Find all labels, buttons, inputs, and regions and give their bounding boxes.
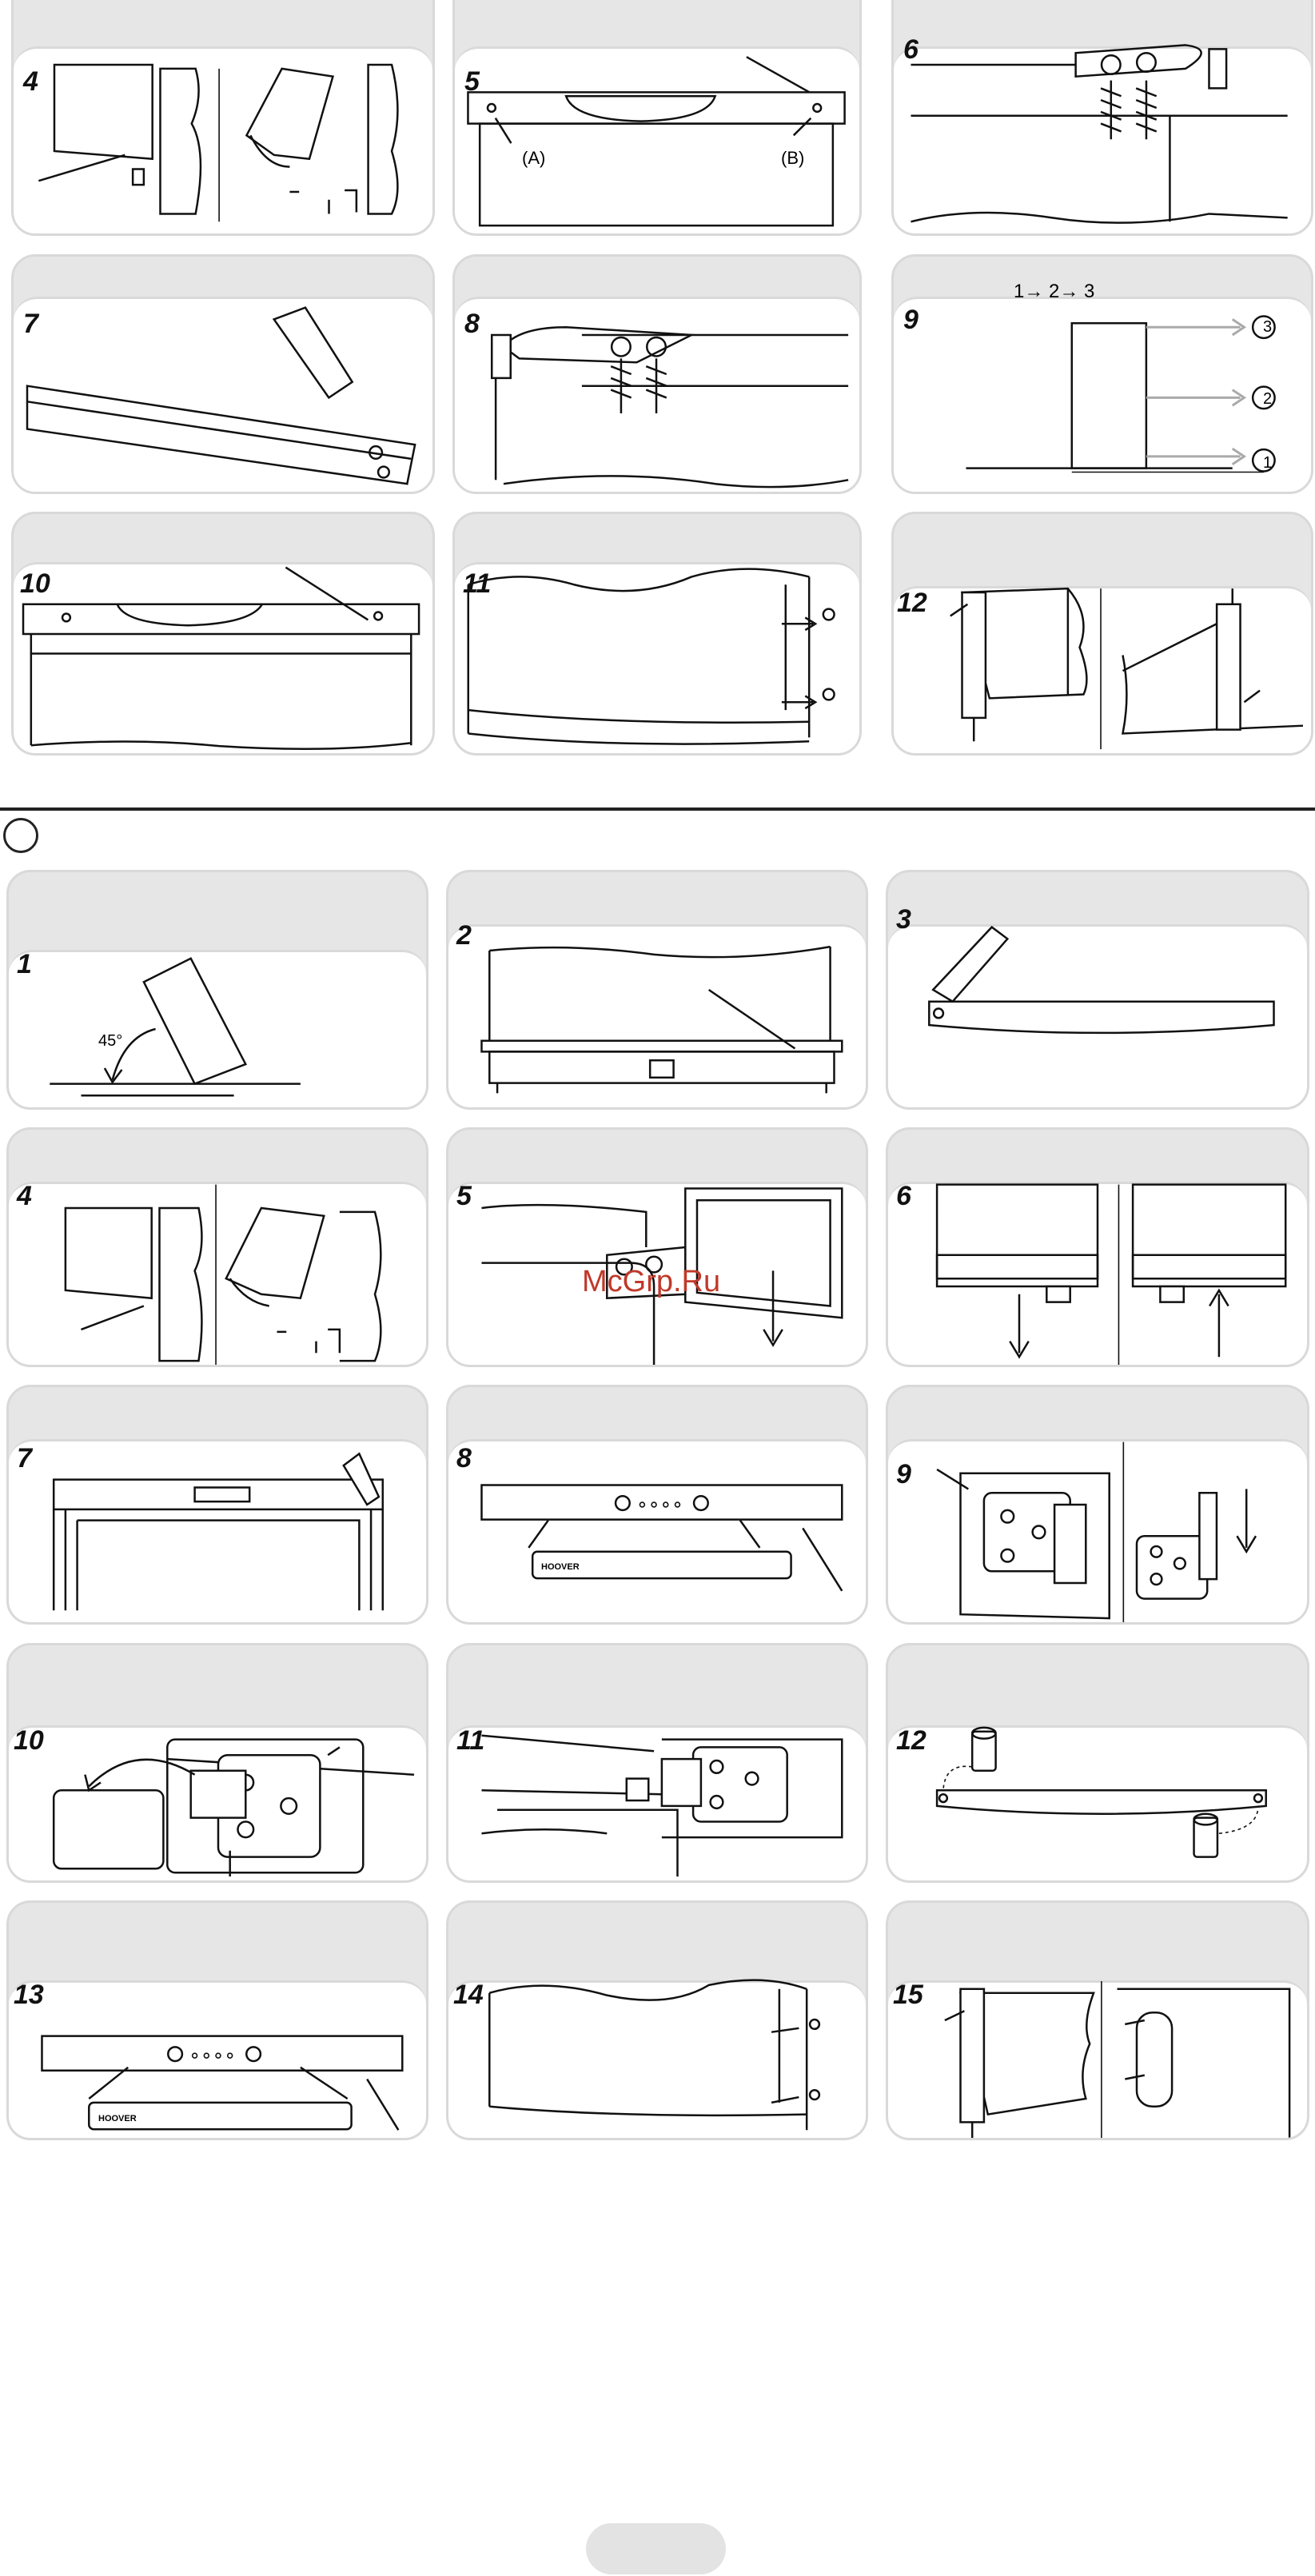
bottom-step-15-illustration	[888, 1903, 1307, 2138]
bottom-step-10-illustration	[9, 1645, 426, 1880]
top-step-9-panel: 9 1→ 2→ 3 3 2 1	[891, 254, 1313, 494]
bottom-step-13-number: 13	[14, 1980, 44, 2011]
brand-label-step13: HOOVER	[98, 2114, 137, 2123]
bottom-step-7-panel: 7	[6, 1385, 428, 1625]
bottom-step-2-panel: 2	[446, 870, 868, 1110]
bottom-step-7-illustration	[9, 1387, 426, 1622]
top-step-11-panel: 11	[452, 512, 862, 756]
top-step-12-number: 12	[897, 588, 927, 619]
bottom-step-6-number: 6	[896, 1181, 911, 1212]
bottom-step-3-illustration	[888, 872, 1307, 1107]
step9-sequence: 1→ 2→ 3	[1014, 281, 1094, 303]
bottom-step-10-panel: 10	[6, 1643, 428, 1883]
bottom-step-4-number: 4	[17, 1181, 32, 1212]
top-step-10-panel: 10	[11, 512, 435, 756]
top-step-9-illustration	[894, 257, 1311, 492]
step9-marker-2: 2	[1263, 390, 1272, 409]
bottom-step-9-illustration	[888, 1387, 1307, 1622]
bottom-step-8-illustration	[448, 1387, 866, 1622]
top-step-4-illustration	[14, 0, 432, 233]
page-number-pill	[586, 2523, 726, 2574]
bottom-step-5-panel: 5	[446, 1127, 868, 1367]
top-step-4-number: 4	[23, 66, 38, 98]
bottom-step-2-number: 2	[456, 920, 472, 951]
bottom-step-12-panel: 12	[886, 1643, 1309, 1883]
top-step-8-number: 8	[464, 309, 480, 340]
bottom-step-7-number: 7	[17, 1443, 32, 1474]
bottom-step-11-number: 11	[456, 1725, 484, 1757]
bottom-step-11-panel: 11	[446, 1643, 868, 1883]
top-step-11-illustration	[455, 514, 859, 753]
bottom-step-15-number: 15	[893, 1980, 923, 2011]
hinge-label-b: (B)	[781, 148, 804, 169]
bottom-step-4-panel: 4	[6, 1127, 428, 1367]
top-step-8-panel: 8	[452, 254, 862, 494]
brand-label-step8: HOOVER	[541, 1562, 580, 1572]
top-step-6-illustration	[894, 0, 1311, 233]
bottom-step-8-number: 8	[456, 1443, 472, 1474]
bottom-step-8-panel: 8 HOOVER	[446, 1385, 868, 1625]
top-step-5-panel: 5 (A) (B)	[452, 0, 862, 236]
tilt-angle-label: 45°	[98, 1032, 122, 1051]
top-step-6-panel: 6	[891, 0, 1313, 236]
bottom-step-3-panel: 3	[886, 870, 1309, 1110]
step9-marker-3: 3	[1263, 318, 1272, 337]
top-step-10-number: 10	[20, 568, 50, 600]
site-watermark: McGrp.Ru	[582, 1265, 720, 1299]
bottom-step-1-number: 1	[17, 949, 32, 980]
top-step-5-illustration	[455, 0, 859, 233]
top-step-9-number: 9	[903, 305, 919, 336]
bottom-step-13-illustration	[9, 1903, 426, 2138]
bottom-step-2-illustration	[448, 872, 866, 1107]
bottom-step-14-number: 14	[453, 1980, 484, 2011]
top-step-12-panel: 12	[891, 512, 1313, 756]
bottom-step-15-panel: 15	[886, 1900, 1309, 2140]
step9-marker-1: 1	[1263, 454, 1272, 473]
section-marker-circle	[3, 818, 38, 853]
bottom-step-5-number: 5	[456, 1181, 472, 1212]
top-step-5-number: 5	[464, 66, 480, 98]
bottom-step-9-number: 9	[896, 1459, 911, 1490]
bottom-step-10-number: 10	[14, 1725, 44, 1757]
bottom-step-3-number: 3	[896, 904, 911, 935]
hinge-label-a: (A)	[522, 148, 545, 169]
bottom-step-11-illustration	[448, 1645, 866, 1880]
top-step-10-illustration	[14, 514, 432, 753]
bottom-step-1-illustration	[9, 872, 426, 1107]
top-step-11-number: 11	[463, 568, 491, 600]
bottom-step-6-illustration	[888, 1130, 1307, 1365]
top-step-12-illustration	[894, 514, 1311, 753]
bottom-step-12-number: 12	[896, 1725, 926, 1757]
bottom-step-4-illustration	[9, 1130, 426, 1365]
bottom-step-14-panel: 14	[446, 1900, 868, 2140]
top-step-7-number: 7	[23, 309, 38, 340]
bottom-step-13-panel: 13 HOOVER	[6, 1900, 428, 2140]
top-step-4-panel: 4	[11, 0, 435, 236]
bottom-step-12-illustration	[888, 1645, 1307, 1880]
bottom-step-6-panel: 6	[886, 1127, 1309, 1367]
top-step-7-panel: 7	[11, 254, 435, 494]
bottom-step-1-panel: 1 45°	[6, 870, 428, 1110]
bottom-step-9-panel: 9	[886, 1385, 1309, 1625]
top-step-7-illustration	[14, 257, 432, 492]
section-divider	[0, 807, 1315, 811]
bottom-step-14-illustration	[448, 1903, 866, 2138]
bottom-step-5-illustration	[448, 1130, 866, 1365]
top-step-6-number: 6	[903, 34, 919, 66]
top-step-8-illustration	[455, 257, 859, 492]
